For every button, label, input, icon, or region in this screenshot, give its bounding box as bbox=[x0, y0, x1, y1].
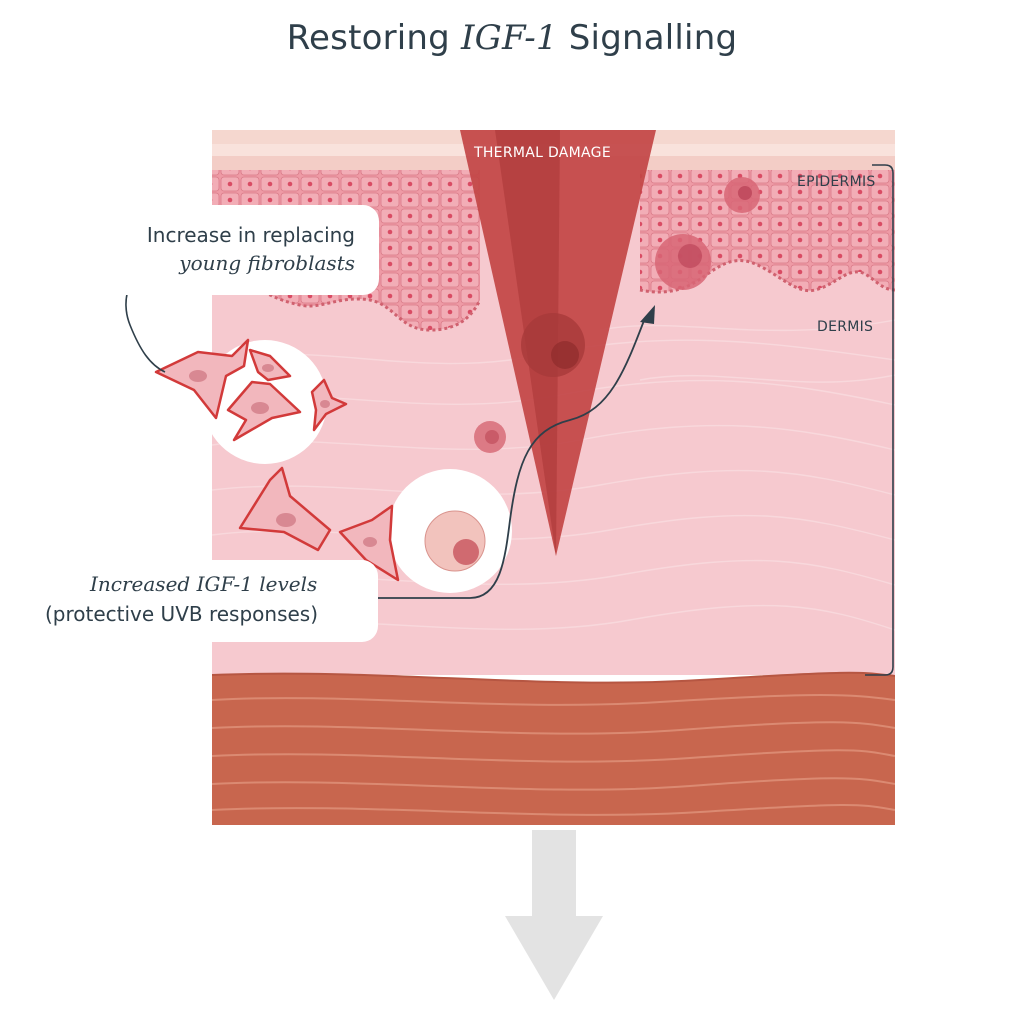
igf-callout bbox=[28, 560, 378, 642]
subcutis-layer bbox=[212, 672, 895, 825]
fibroblast-callout-line2: young fibroblasts bbox=[179, 251, 355, 275]
fibroblast-nuclei bbox=[189, 364, 330, 414]
fibroblast-callout-line1: Increase in replacing bbox=[146, 223, 355, 247]
subcutis-fibers bbox=[212, 694, 895, 816]
thermal-damage-label: THERMAL DAMAGE bbox=[474, 145, 611, 161]
epidermis-label: EPIDERMIS bbox=[797, 174, 876, 190]
igf-callout-line1: Increased IGF-1 levels bbox=[90, 572, 318, 596]
igf-arrow-line bbox=[90, 317, 646, 599]
fibroblast-callout bbox=[92, 205, 379, 295]
damaged-cell bbox=[521, 313, 585, 377]
title-italic: IGF-1 bbox=[460, 18, 558, 58]
page-title: Restoring IGF-1 Signalling bbox=[0, 18, 1024, 58]
igf-arrowhead bbox=[640, 305, 655, 324]
dermis-label: DERMIS bbox=[817, 319, 874, 335]
layer-bracket bbox=[865, 164, 894, 676]
title-prefix: Restoring bbox=[286, 18, 461, 58]
title-suffix: Signalling bbox=[557, 18, 738, 58]
down-arrow-icon bbox=[505, 830, 603, 1000]
igf-callout-line2: (protective UVB responses) bbox=[45, 602, 319, 626]
igf-cell bbox=[424, 510, 486, 572]
